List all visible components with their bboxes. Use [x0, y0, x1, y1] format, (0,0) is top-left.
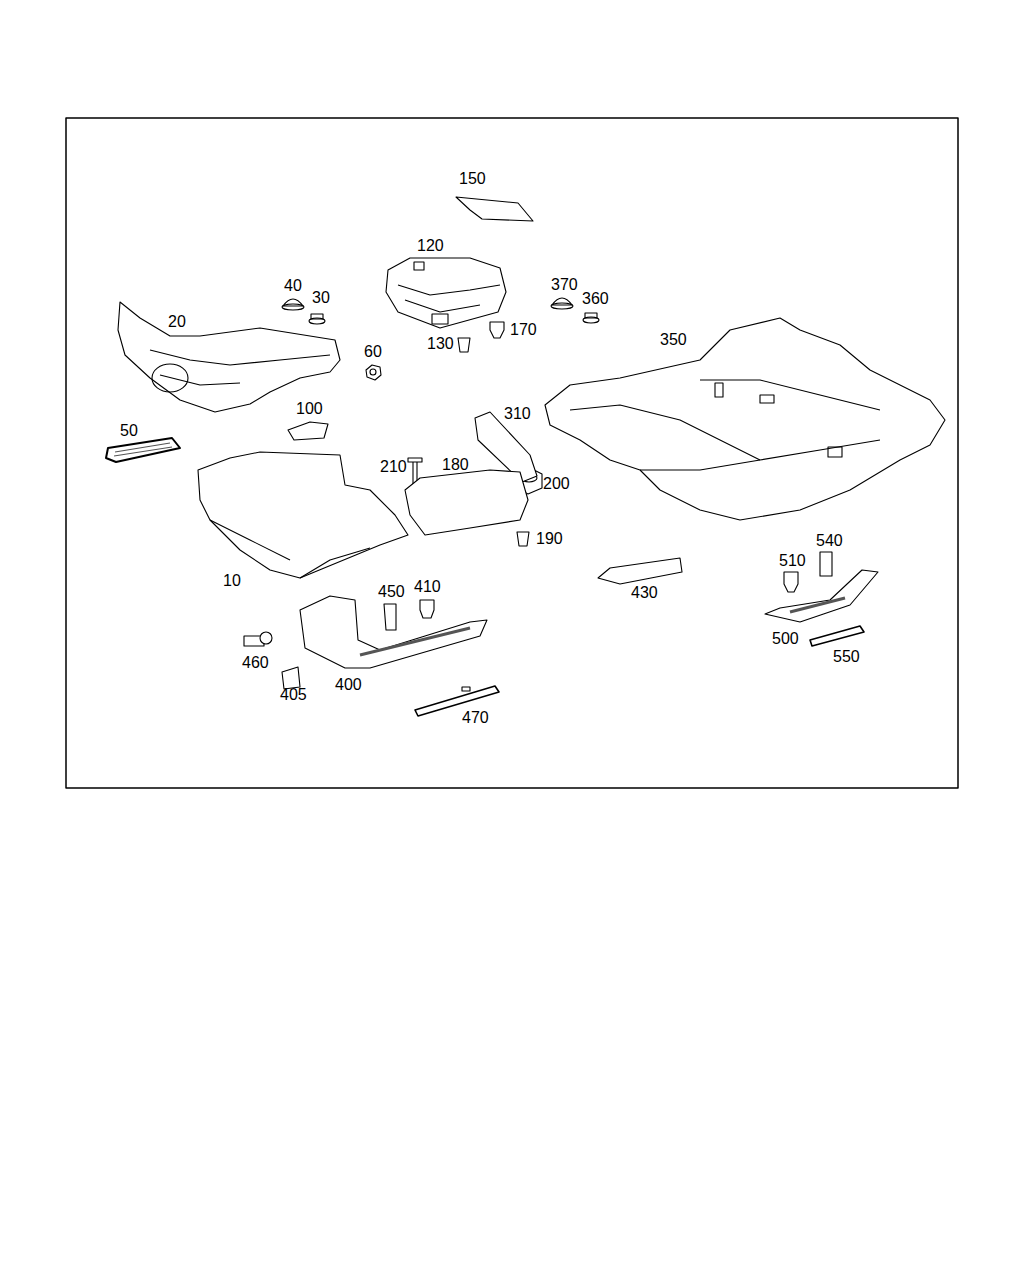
storage-tray [386, 258, 506, 328]
callout-number: 450 [378, 584, 405, 600]
callout-number: 170 [510, 322, 537, 338]
callout-number: 210 [380, 459, 407, 475]
callout-number: 30 [312, 290, 330, 306]
callout-number: 130 [427, 336, 454, 352]
callout-number: 200 [543, 476, 570, 492]
callout-number: 120 [417, 238, 444, 254]
callout-number: 40 [284, 278, 302, 294]
sill-trim [598, 558, 682, 584]
callout-number: 370 [551, 277, 578, 293]
sill-plate [810, 626, 864, 646]
frame [66, 118, 958, 788]
callout-number: 430 [631, 585, 658, 601]
cover-panel [405, 470, 528, 535]
callout-number: 400 [335, 677, 362, 693]
rear-sill [765, 570, 878, 622]
callout-number: 510 [779, 553, 806, 569]
callout-number: 150 [459, 171, 486, 187]
callout-number: 350 [660, 332, 687, 348]
callout-number: 50 [120, 423, 138, 439]
floor-mat [106, 438, 180, 462]
callout-number: 190 [536, 531, 563, 547]
main-carpet [545, 318, 945, 520]
callout-number: 410 [414, 579, 441, 595]
callout-number: 60 [364, 344, 382, 360]
callout-number: 20 [168, 314, 186, 330]
front-sill [300, 596, 487, 668]
callout-number: 180 [442, 457, 469, 473]
callout-number: 540 [816, 533, 843, 549]
bracket [288, 422, 328, 440]
front-carpet [198, 452, 408, 578]
insulation-pad [456, 197, 533, 221]
callout-number: 360 [582, 291, 609, 307]
callout-number: 100 [296, 401, 323, 417]
callout-number: 10 [223, 573, 241, 589]
callout-number: 405 [280, 687, 307, 703]
callout-number: 550 [833, 649, 860, 665]
callout-number: 460 [242, 655, 269, 671]
callout-number: 310 [504, 406, 531, 422]
callout-number: 500 [772, 631, 799, 647]
callout-number: 470 [462, 710, 489, 726]
front-carpet-part [118, 302, 340, 412]
